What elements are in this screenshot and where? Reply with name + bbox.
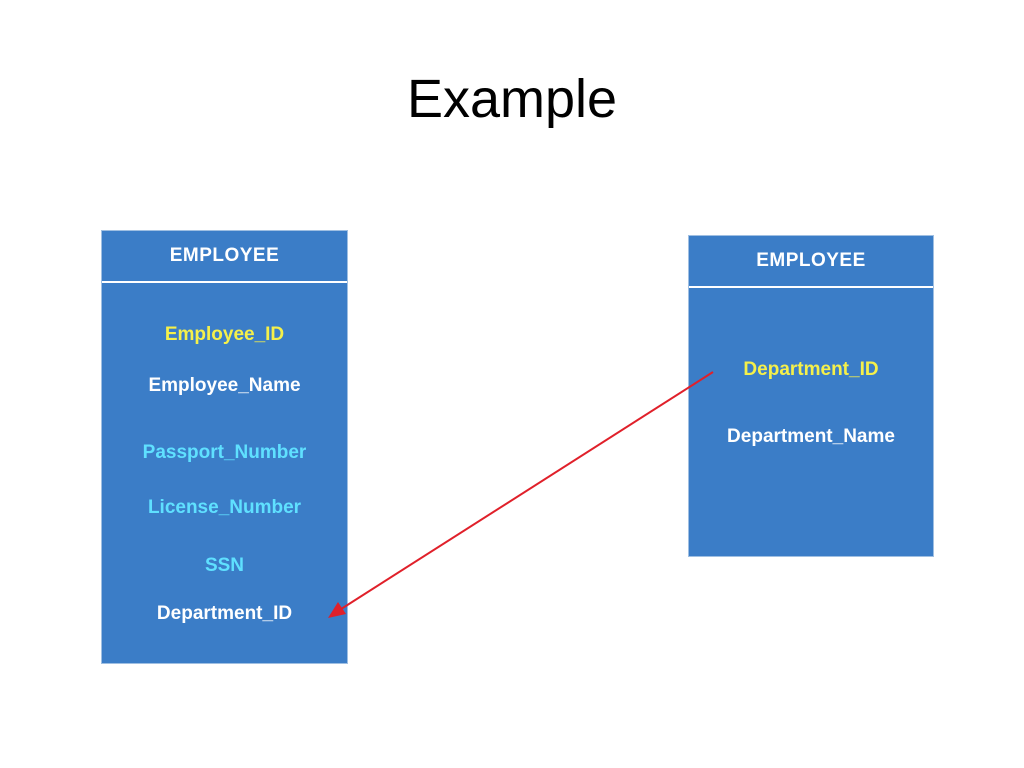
entity-employee-left: EMPLOYEE Employee_ID Employee_Name Passp… <box>101 230 348 664</box>
attribute-department-id-fk: Department_ID <box>156 603 293 624</box>
arrow-line <box>337 371 714 612</box>
attribute-license-number: License_Number <box>147 497 302 518</box>
attribute-employee-name: Employee_Name <box>148 375 301 396</box>
entity-title: EMPLOYEE <box>689 236 933 288</box>
attribute-passport-number: Passport_Number <box>142 442 307 463</box>
slide-title: Example <box>406 69 618 129</box>
attribute-department-id: Department_ID <box>743 359 879 380</box>
attribute-department-name: Department_Name <box>727 426 895 447</box>
entity-title: EMPLOYEE <box>102 231 347 283</box>
entity-employee-right: EMPLOYEE Department_ID Department_Name <box>688 235 934 557</box>
attribute-employee-id: Employee_ID <box>164 324 285 345</box>
attribute-ssn: SSN <box>204 555 245 576</box>
